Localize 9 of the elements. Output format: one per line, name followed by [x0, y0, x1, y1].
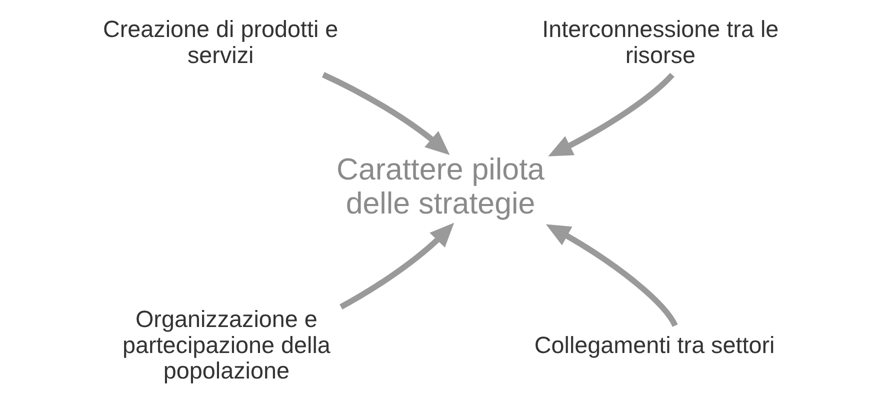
arrow	[322, 72, 450, 154]
node-text: Creazione di prodotti e servizi	[102, 16, 338, 68]
node-text: Carattere pilota delle strategie	[336, 152, 544, 220]
node-text: Collegamenti tra settori	[534, 331, 775, 358]
node-text: Organizzazione e partecipazione della popolazione	[122, 306, 330, 384]
arrow	[548, 72, 674, 156]
node-text: Interconnessione tra le risorse	[542, 16, 779, 68]
arrow	[340, 222, 454, 309]
arrow	[546, 224, 678, 327]
